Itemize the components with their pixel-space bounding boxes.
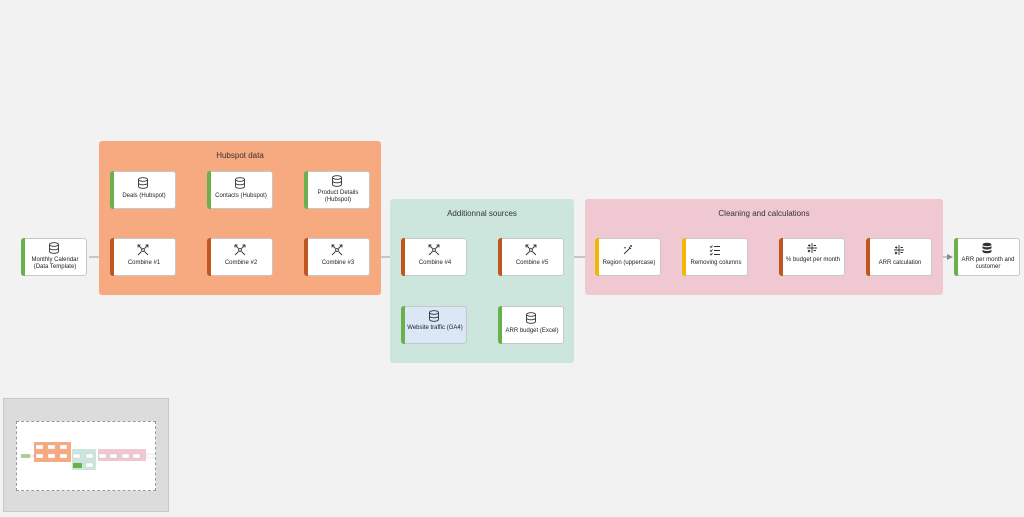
- database-icon: [111, 177, 175, 189]
- node-label: Removing columns: [690, 260, 742, 266]
- node-label: Combine #5: [515, 260, 549, 266]
- calculator-icon: [867, 244, 931, 256]
- node-combine-5[interactable]: Combine #5: [498, 238, 564, 276]
- node-label: Monthly Calendar (Data Template): [31, 257, 79, 270]
- node-label: Product Details (Hubspot): [317, 190, 359, 203]
- node-arr-calculation[interactable]: ARR calculation: [866, 238, 932, 276]
- node-combine-2[interactable]: Combine #2: [207, 238, 273, 276]
- node-label: Deals (Hubspot): [122, 193, 166, 199]
- node-arr-output[interactable]: ARR per month and customer: [954, 238, 1020, 276]
- database-icon: [305, 175, 369, 187]
- database-icon: [22, 242, 86, 254]
- combine-icon: [111, 244, 175, 256]
- node-label: Combine #1: [127, 260, 161, 266]
- node-product-details-hubspot[interactable]: Product Details (Hubspot): [304, 171, 370, 209]
- group-title: Cleaning and calculations: [718, 209, 810, 218]
- node-label: Combine #3: [321, 260, 355, 266]
- calculator-icon: [780, 242, 844, 254]
- node-combine-3[interactable]: Combine #3: [304, 238, 370, 276]
- combine-icon: [208, 244, 272, 256]
- node-label: ARR calculation: [878, 260, 922, 266]
- node-combine-1[interactable]: Combine #1: [110, 238, 176, 276]
- minimap-viewport[interactable]: [16, 421, 156, 491]
- node-label: ARR budget (Excel): [505, 328, 559, 334]
- group-title: Additionnal sources: [447, 209, 517, 218]
- node-arr-budget[interactable]: ARR budget (Excel): [498, 306, 564, 344]
- minimap-preview: [21, 442, 155, 470]
- node-region-uppercase[interactable]: Region (uppercase): [595, 238, 661, 276]
- node-deals-hubspot[interactable]: Deals (Hubspot): [110, 171, 176, 209]
- node-website-traffic[interactable]: Website traffic (GA4): [401, 306, 467, 344]
- node-pct-budget-per-month[interactable]: % budget per month: [779, 238, 845, 276]
- node-label: ARR per month and customer: [961, 257, 1015, 270]
- node-label: Contacts (Hubspot): [215, 193, 267, 199]
- combine-icon: [402, 244, 466, 256]
- node-label: Combine #4: [418, 260, 452, 266]
- combine-icon: [305, 244, 369, 256]
- checklist-icon: [683, 244, 747, 256]
- node-combine-4[interactable]: Combine #4: [401, 238, 467, 276]
- node-label: Website traffic (GA4): [407, 325, 463, 331]
- node-label: Combine #2: [224, 260, 258, 266]
- node-label: Region (uppercase): [602, 260, 656, 266]
- node-label: % budget per month: [785, 257, 841, 263]
- database-icon: [208, 177, 272, 189]
- node-contacts-hubspot[interactable]: Contacts (Hubspot): [207, 171, 273, 209]
- combine-icon: [499, 244, 563, 256]
- minimap[interactable]: [3, 398, 169, 512]
- magic-wand-icon: [596, 244, 660, 256]
- database-icon: [402, 310, 466, 322]
- node-removing-columns[interactable]: Removing columns: [682, 238, 748, 276]
- group-title: Hubspot data: [216, 151, 264, 160]
- database-filled-icon: [955, 242, 1019, 254]
- database-icon: [499, 312, 563, 324]
- node-monthly-calendar[interactable]: Monthly Calendar (Data Template): [21, 238, 87, 276]
